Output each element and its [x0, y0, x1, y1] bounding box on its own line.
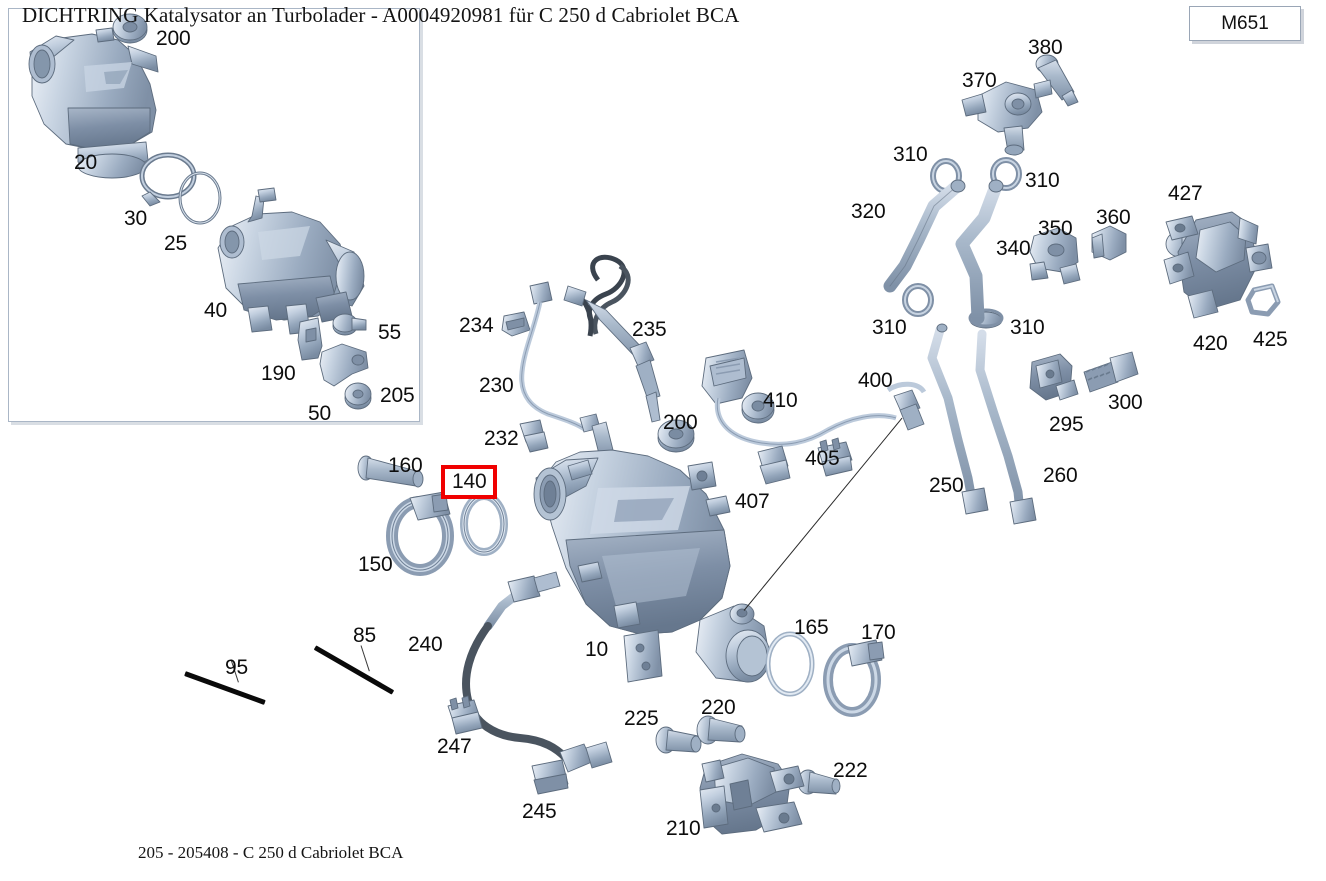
part-callout-150[interactable]: 150	[358, 553, 393, 576]
part-callout-405[interactable]: 405	[805, 447, 840, 470]
part-callout-222[interactable]: 222	[833, 759, 868, 782]
inset-callout-200[interactable]: 200	[156, 27, 191, 50]
diagram-footer: 205 - 205408 - C 250 d Cabriolet BCA	[138, 843, 404, 862]
inset-callout-205[interactable]: 205	[380, 384, 415, 407]
part-callout-360[interactable]: 360	[1096, 206, 1131, 229]
part-callout-245[interactable]: 245	[522, 800, 557, 823]
inset-callout-40[interactable]: 40	[204, 299, 227, 322]
inset-callout-25[interactable]: 25	[164, 232, 187, 255]
inset-callout-55[interactable]: 55	[378, 321, 401, 344]
part-callout-240[interactable]: 240	[408, 633, 443, 656]
selected-part-callout-140[interactable]: 140	[441, 465, 498, 499]
part-callout-160[interactable]: 160	[388, 454, 423, 477]
part-callout-250[interactable]: 250	[929, 474, 964, 497]
part-callout-320[interactable]: 320	[851, 200, 886, 223]
measure-line-85	[313, 645, 395, 695]
part-callout-260[interactable]: 260	[1043, 464, 1078, 487]
part-callout-400[interactable]: 400	[858, 369, 893, 392]
part-callout-234[interactable]: 234	[459, 314, 494, 337]
inset-callout-20[interactable]: 20	[74, 151, 97, 174]
part-callout-300[interactable]: 300	[1108, 391, 1143, 414]
part-callout-427[interactable]: 427	[1168, 182, 1203, 205]
part-callout-310[interactable]: 310	[1010, 316, 1045, 339]
inset-callout-50[interactable]: 50	[308, 402, 331, 425]
part-callout-340[interactable]: 340	[996, 237, 1031, 260]
part-callout-370[interactable]: 370	[962, 69, 997, 92]
leader-85	[360, 645, 370, 672]
part-callout-420[interactable]: 420	[1193, 332, 1228, 355]
part-callout-310[interactable]: 310	[1025, 169, 1060, 192]
part-callout-247[interactable]: 247	[437, 735, 472, 758]
engine-model-label: M651	[1221, 12, 1269, 34]
part-callout-235[interactable]: 235	[632, 318, 667, 341]
part-callout-165[interactable]: 165	[794, 616, 829, 639]
inset-callout-190[interactable]: 190	[261, 362, 296, 385]
part-callout-220[interactable]: 220	[701, 696, 736, 719]
part-callout-410[interactable]: 410	[763, 389, 798, 412]
part-callout-425[interactable]: 425	[1253, 328, 1288, 351]
page-title: DICHTRING Katalysator an Turbolader - A0…	[22, 3, 740, 27]
part-callout-230[interactable]: 230	[479, 374, 514, 397]
part-callout-85[interactable]: 85	[353, 624, 376, 647]
part-callout-200[interactable]: 200	[663, 411, 698, 434]
part-callout-170[interactable]: 170	[861, 621, 896, 644]
inset-callout-30[interactable]: 30	[124, 207, 147, 230]
part-callout-10[interactable]: 10	[585, 638, 608, 661]
part-callout-310[interactable]: 310	[893, 143, 928, 166]
detail-inset-panel[interactable]	[8, 8, 420, 422]
part-callout-295[interactable]: 295	[1049, 413, 1084, 436]
part-callout-95[interactable]: 95	[225, 656, 248, 679]
part-callout-225[interactable]: 225	[624, 707, 659, 730]
part-callout-310[interactable]: 310	[872, 316, 907, 339]
part-callout-380[interactable]: 380	[1028, 36, 1063, 59]
part-callout-350[interactable]: 350	[1038, 217, 1073, 240]
part-callout-232[interactable]: 232	[484, 427, 519, 450]
part-callout-407[interactable]: 407	[735, 490, 770, 513]
engine-model-badge: M651	[1189, 6, 1301, 41]
part-callout-210[interactable]: 210	[666, 817, 701, 840]
